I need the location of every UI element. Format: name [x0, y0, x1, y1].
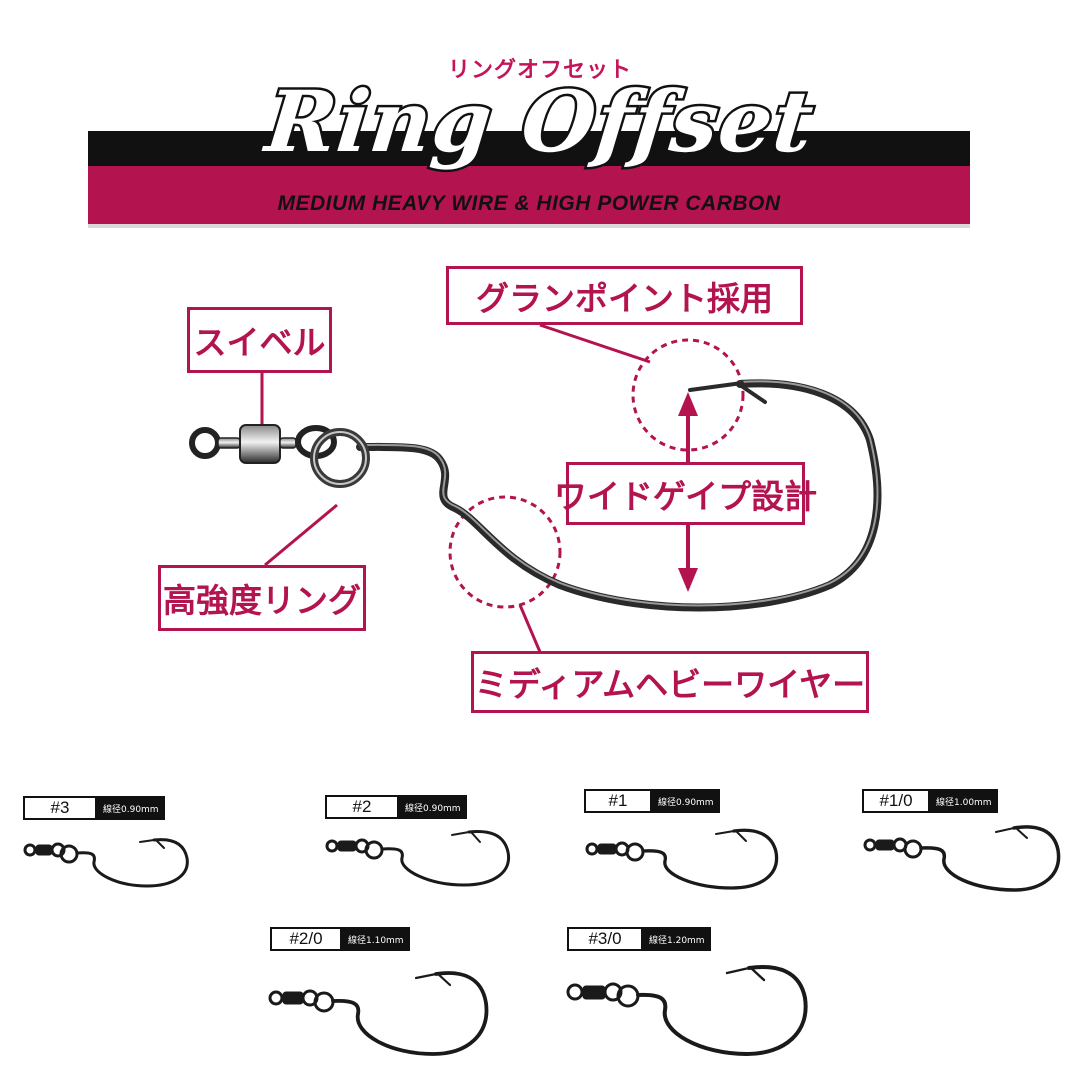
- leader-lines: [260, 323, 651, 653]
- size-number: #3: [23, 796, 97, 820]
- wire-diameter: 線径1.00mm: [930, 789, 998, 813]
- size-label-3: #3 線径0.90mm: [23, 796, 165, 820]
- hook-size-1: [585, 828, 779, 890]
- wire-diameter: 線径0.90mm: [652, 789, 720, 813]
- size-number: #3/0: [567, 927, 643, 951]
- size-label-1: #1 線径0.90mm: [584, 789, 720, 813]
- hook-size-1-0: [863, 825, 1061, 892]
- header-band-black: [88, 131, 970, 166]
- size-number: #2/0: [270, 927, 342, 951]
- size-label-3-0: #3/0 線径1.20mm: [567, 927, 711, 951]
- main-hook: [356, 379, 882, 612]
- hook-size-3: [23, 838, 189, 888]
- callout-grand-point: グランポイント採用: [446, 266, 803, 325]
- hook-size-2: [325, 830, 511, 887]
- size-label-1-0: #1/0 線径1.00mm: [862, 789, 998, 813]
- wire-diameter: 線径1.10mm: [342, 927, 410, 951]
- header-band-pink: [88, 166, 970, 224]
- header-band-shadow: [88, 224, 970, 228]
- size-number: #1: [584, 789, 652, 813]
- callout-ring: 高強度リング: [158, 565, 366, 631]
- callout-wide-gap: ワイドゲイプ設計: [554, 462, 817, 525]
- size-label-2: #2 線径0.90mm: [325, 795, 467, 819]
- hook-size-3-0: [566, 965, 808, 1056]
- wire-diameter: 線径1.20mm: [643, 927, 711, 951]
- split-ring: [310, 428, 370, 488]
- wire-diameter: 線径0.90mm: [97, 796, 165, 820]
- tagline: MEDIUM HEAVY WIRE & HIGH POWER CARBON: [277, 192, 781, 215]
- wire-diameter: 線径0.90mm: [399, 795, 467, 819]
- product-name-japanese: リングオフセット: [447, 58, 632, 83]
- highlight-circles: [448, 338, 745, 609]
- size-number: #1/0: [862, 789, 930, 813]
- callout-swivel: スイベル: [187, 307, 332, 373]
- size-number: #2: [325, 795, 399, 819]
- hook-size-2-0: [268, 971, 489, 1056]
- size-label-2-0: #2/0 線径1.10mm: [270, 927, 410, 951]
- callout-medium-heavy-wire: ミディアムヘビーワイヤー: [471, 651, 869, 713]
